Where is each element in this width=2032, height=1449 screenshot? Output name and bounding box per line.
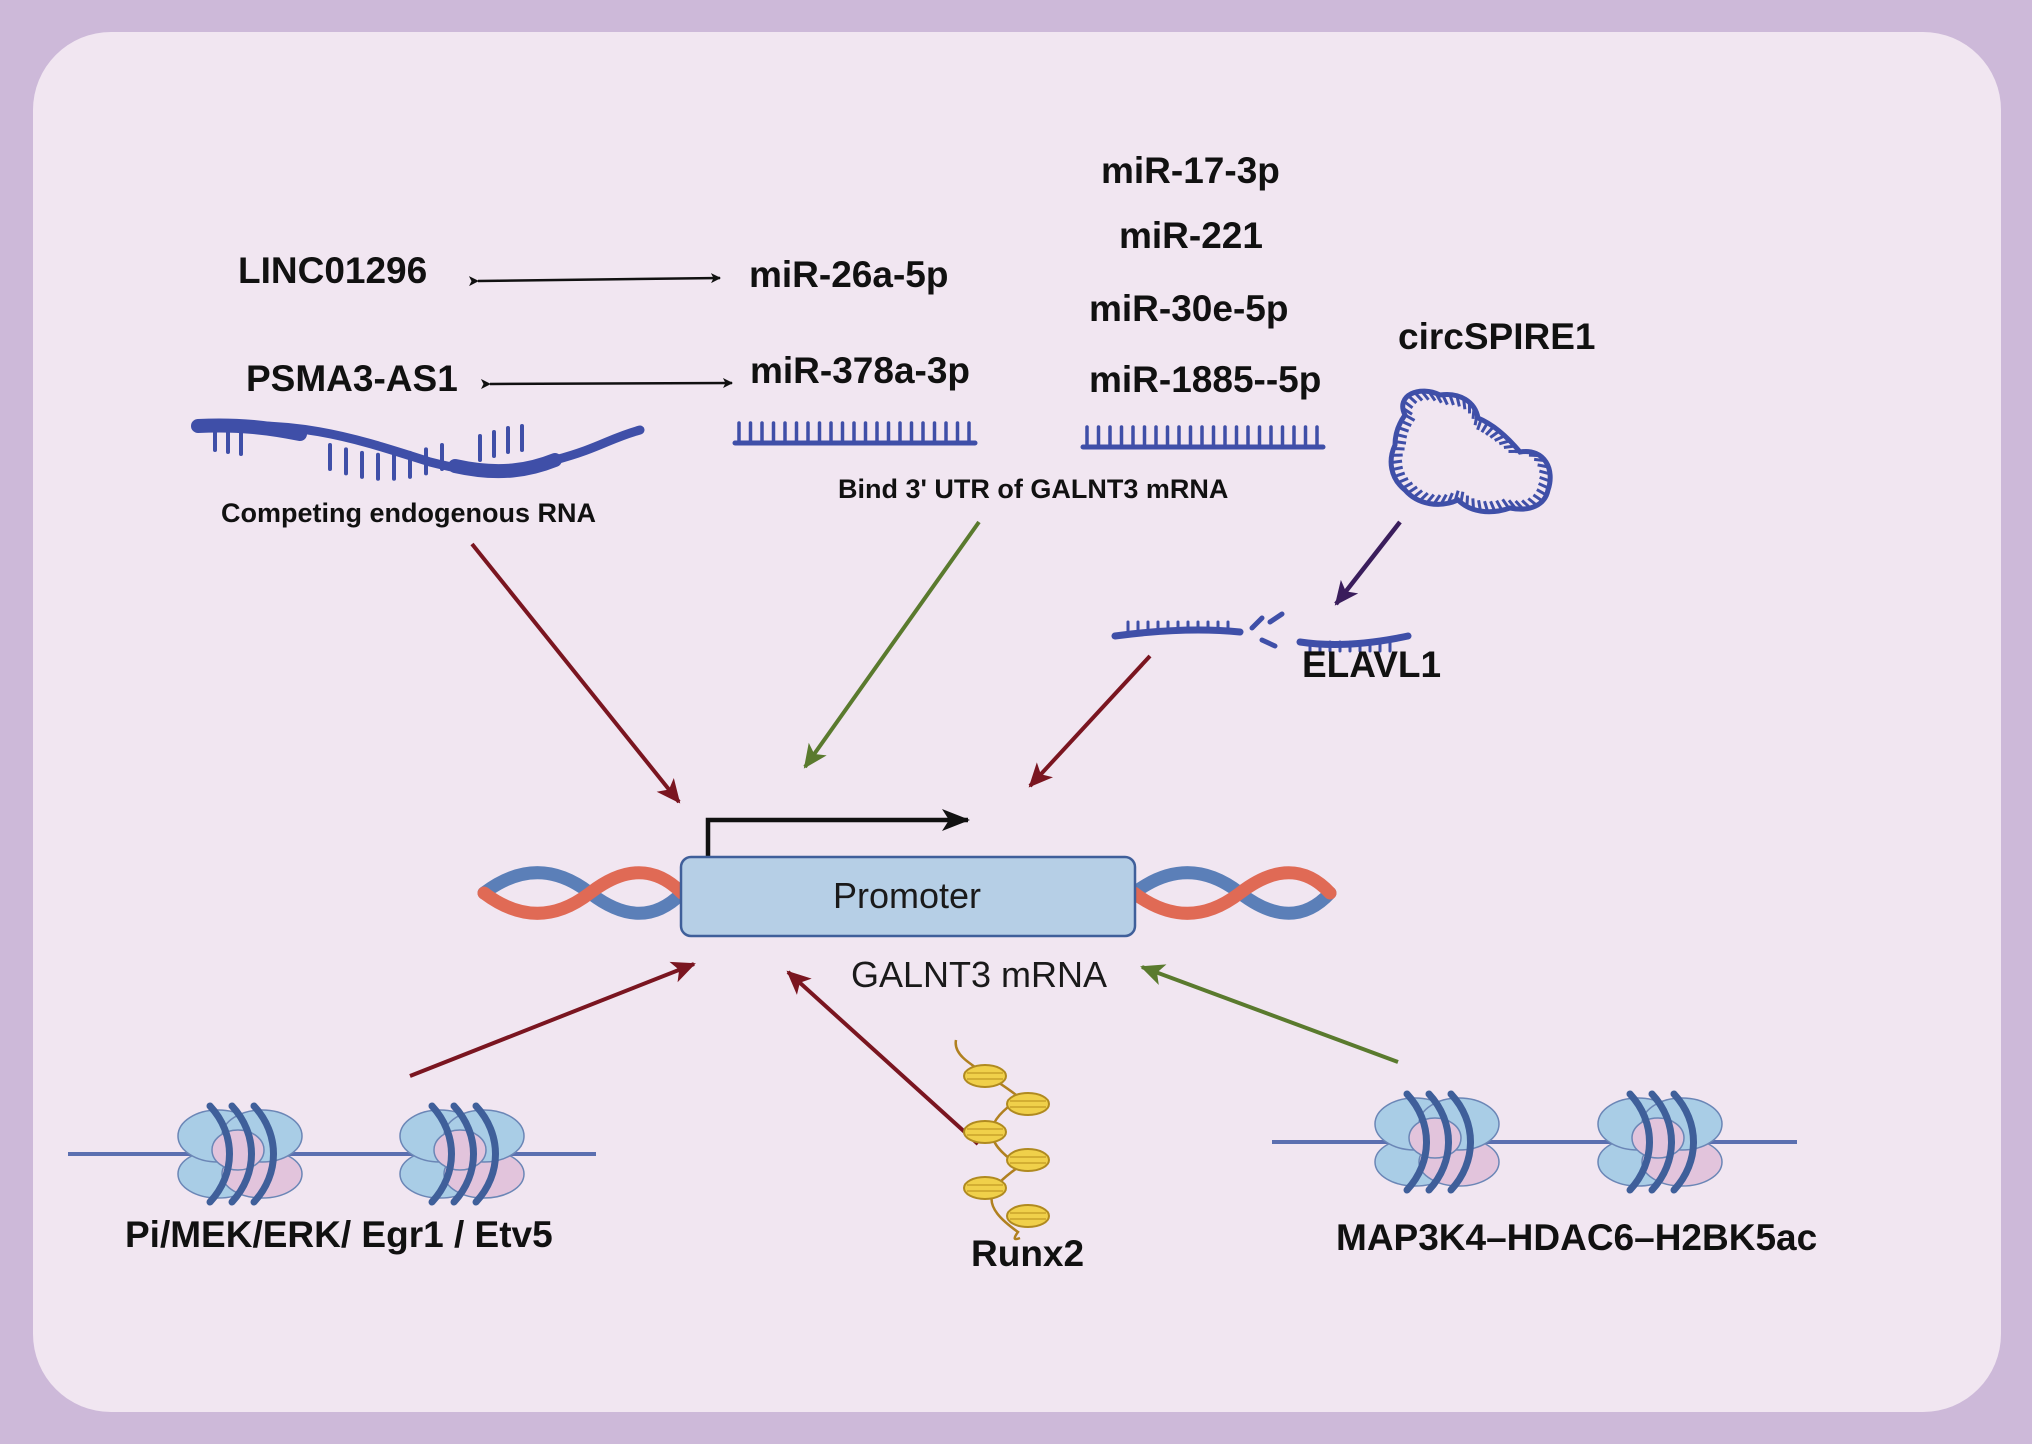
label-mir-378a-3p: miR-378a-3p	[750, 350, 970, 391]
label-promoter: Promoter	[833, 875, 981, 916]
label-mir-1885-5p: miR-1885--5p	[1089, 359, 1321, 400]
background-panel	[33, 32, 2001, 1412]
label-elavl1: ELAVL1	[1302, 644, 1441, 685]
double-arrow-psma3-mir378a	[490, 383, 732, 384]
label-mir-17-3p: miR-17-3p	[1101, 150, 1280, 191]
label-bind-3utr: Bind 3' UTR of GALNT3 mRNA	[838, 474, 1228, 504]
label-mir-30e-5p: miR-30e-5p	[1089, 288, 1288, 329]
label-circspire1: circSPIRE1	[1398, 316, 1595, 357]
label-runx2: Runx2	[971, 1233, 1084, 1274]
label-competing-endogenous-rna: Competing endogenous RNA	[221, 498, 596, 528]
label-mir-26a-5p: miR-26a-5p	[749, 254, 948, 295]
label-map3k4-hdac6-h2bk5ac: MAP3K4–HDAC6–H2BK5ac	[1336, 1217, 1817, 1258]
label-mir-221: miR-221	[1119, 215, 1263, 256]
label-galnt3-mrna: GALNT3 mRNA	[851, 954, 1107, 995]
label-pi-mek-erk-egr1-etv5: Pi/MEK/ERK/ Egr1 / Etv5	[125, 1214, 553, 1255]
label-linc01296: LINC01296	[238, 250, 427, 291]
label-psma3-as1: PSMA3-AS1	[246, 358, 458, 399]
